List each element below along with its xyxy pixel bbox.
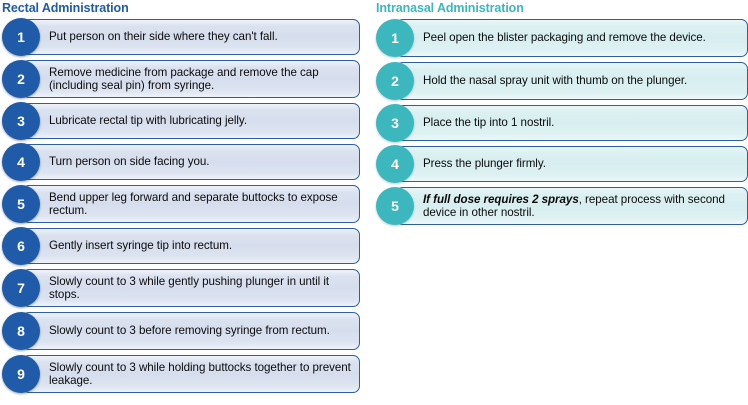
step-text: Hold the nasal spray unit with thumb on … — [423, 74, 688, 88]
step-text: Place the tip into 1 nostril. — [423, 116, 555, 130]
step-box: Turn person on side facing you. — [22, 144, 360, 180]
step-number-badge: 5 — [376, 187, 414, 225]
step-text: Remove medicine from package and remove … — [49, 65, 319, 92]
step-list-rectal: 1 Put person on their side where they ca… — [0, 18, 374, 393]
step-number-badge: 1 — [2, 18, 40, 56]
column-heading-rectal: Rectal Administration — [2, 1, 129, 15]
list-item: 6 Gently insert syringe tip into rectum. — [2, 227, 374, 265]
step-text-emphasized: If full dose requires 2 sprays, repeat p… — [397, 191, 747, 222]
step-text-emphasis: If full dose requires 2 sprays — [423, 192, 579, 206]
step-number-badge: 1 — [376, 19, 414, 57]
step-box: Peel open the blister packaging and remo… — [396, 19, 748, 57]
step-box: Remove medicine from package and remove … — [22, 60, 360, 98]
step-number-badge: 7 — [2, 269, 40, 307]
step-text: Bend upper leg forward and separate butt… — [49, 190, 338, 217]
list-item: 7 Slowly count to 3 while gently pushing… — [2, 269, 374, 307]
step-box: Gently insert syringe tip into rectum. — [22, 228, 360, 264]
step-text: Slowly count to 3 before removing syring… — [49, 324, 330, 338]
step-box: Put person on their side where they can'… — [22, 19, 360, 55]
step-box: Slowly count to 3 while holding buttocks… — [22, 355, 360, 393]
step-box: Press the plunger firmly. — [396, 146, 748, 182]
column-heading-intranasal: Intranasal Administration — [376, 1, 524, 15]
step-number-badge: 4 — [376, 145, 414, 183]
step-number-badge: 5 — [2, 185, 40, 223]
step-text: Turn person on side facing you. — [49, 155, 210, 169]
step-number-badge: 8 — [2, 312, 40, 350]
step-text: Lubricate rectal tip with lubricating je… — [49, 114, 247, 128]
step-box: Place the tip into 1 nostril. — [396, 105, 748, 141]
list-item: 2 Remove medicine from package and remov… — [2, 60, 374, 98]
list-item: 3 Lubricate rectal tip with lubricating … — [2, 102, 374, 140]
list-item: 5 If full dose requires 2 sprays, repeat… — [376, 187, 748, 225]
list-item: 5 Bend upper leg forward and separate bu… — [2, 185, 374, 223]
list-item: 9 Slowly count to 3 while holding buttoc… — [2, 355, 374, 393]
list-item: 4 Turn person on side facing you. — [2, 143, 374, 181]
step-list-intranasal: 1 Peel open the blister packaging and re… — [374, 19, 748, 225]
step-text: Slowly count to 3 while gently pushing p… — [49, 274, 330, 301]
step-text-rest: , repeat process with second device in o… — [423, 192, 725, 219]
step-box: Slowly count to 3 before removing syring… — [22, 312, 360, 350]
step-box: Slowly count to 3 while gently pushing p… — [22, 269, 360, 307]
step-text: Put person on their side where they can'… — [49, 30, 278, 44]
step-box: If full dose requires 2 sprays, repeat p… — [396, 187, 748, 225]
step-text: Slowly count to 3 while holding buttocks… — [49, 360, 351, 387]
step-number-badge: 6 — [2, 227, 40, 265]
step-text: Press the plunger firmly. — [423, 157, 546, 171]
step-box: Hold the nasal spray unit with thumb on … — [396, 62, 748, 100]
list-item: 1 Peel open the blister packaging and re… — [376, 19, 748, 57]
step-number-badge: 9 — [2, 355, 40, 393]
column-intranasal-administration: Intranasal Administration 1 Peel open th… — [374, 0, 748, 405]
list-item: 3 Place the tip into 1 nostril. — [376, 104, 748, 142]
list-item: 8 Slowly count to 3 before removing syri… — [2, 312, 374, 350]
step-number-badge: 3 — [376, 104, 414, 142]
step-text: Gently insert syringe tip into rectum. — [49, 239, 233, 253]
step-number-badge: 3 — [2, 102, 40, 140]
step-text: Peel open the blister packaging and remo… — [423, 31, 706, 45]
column-rectal-administration: Rectal Administration 1 Put person on th… — [0, 1, 374, 393]
step-box: Lubricate rectal tip with lubricating je… — [22, 103, 360, 139]
list-item: 1 Put person on their side where they ca… — [2, 18, 374, 56]
list-item: 4 Press the plunger firmly. — [376, 145, 748, 183]
list-item: 2 Hold the nasal spray unit with thumb o… — [376, 62, 748, 100]
step-number-badge: 2 — [376, 62, 414, 100]
step-number-badge: 2 — [2, 60, 40, 98]
step-box: Bend upper leg forward and separate butt… — [22, 185, 360, 223]
step-number-badge: 4 — [2, 143, 40, 181]
